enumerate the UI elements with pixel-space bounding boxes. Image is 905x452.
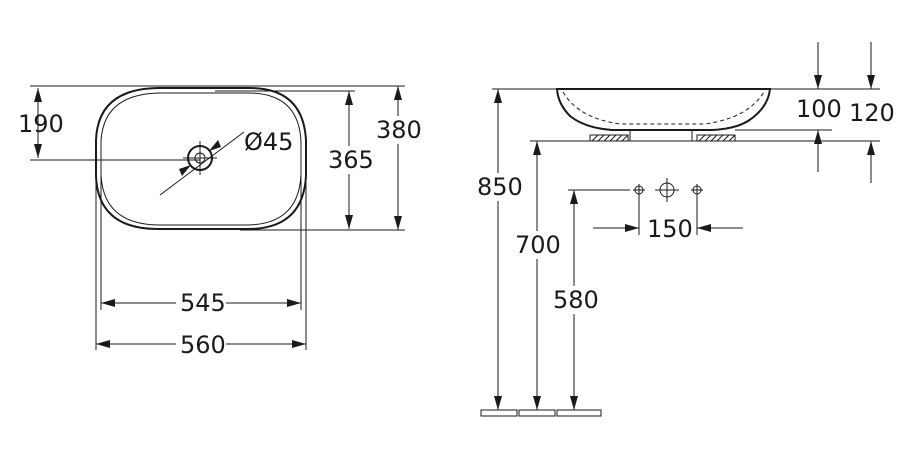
- dim-supply-spacing: 150: [593, 215, 743, 243]
- dim-label-380: 380: [376, 116, 422, 144]
- dim-tap-hole-offset: 190: [18, 88, 64, 158]
- dim-label-545: 545: [180, 289, 226, 317]
- dim-label-190: 190: [18, 110, 64, 138]
- tap-hole-symbol: Ø45: [159, 128, 293, 196]
- basin-outline-outer: [95, 87, 307, 230]
- basin-bowl-inner-dashed: [562, 91, 765, 125]
- dim-overall-height: 120: [849, 42, 895, 183]
- dim-rim-height: 850: [476, 89, 524, 410]
- dim-basin-height: 100: [796, 42, 842, 172]
- dim-label-560: 560: [180, 331, 226, 359]
- basin-foot: [629, 130, 693, 142]
- supply-fittings: [633, 178, 703, 202]
- dim-label-diameter-45: Ø45: [244, 128, 293, 156]
- dim-counter-height: 700: [514, 141, 562, 410]
- dim-inner-depth: 365: [327, 91, 374, 229]
- side-view: 100 120 850 700: [476, 42, 895, 417]
- dim-label-700: 700: [515, 231, 561, 259]
- dim-label-580: 580: [553, 286, 599, 314]
- dim-overall-depth: 380: [375, 86, 423, 230]
- dim-inner-width: 545: [101, 289, 301, 317]
- dim-label-100: 100: [796, 95, 842, 123]
- top-view: 190 Ø45 365 380: [18, 85, 423, 359]
- dim-label-850: 850: [477, 173, 523, 201]
- dim-supply-height: 580: [551, 190, 599, 410]
- dim-label-120: 120: [849, 99, 895, 127]
- dim-overall-width: 560: [96, 330, 306, 359]
- dim-label-365: 365: [328, 146, 374, 174]
- dim-label-150: 150: [647, 215, 693, 243]
- basin-bowl-profile: [555, 88, 772, 131]
- floor-blocks: [480, 409, 602, 417]
- countertop-hatching: [589, 134, 736, 142]
- basin-outline-inner: [100, 92, 302, 226]
